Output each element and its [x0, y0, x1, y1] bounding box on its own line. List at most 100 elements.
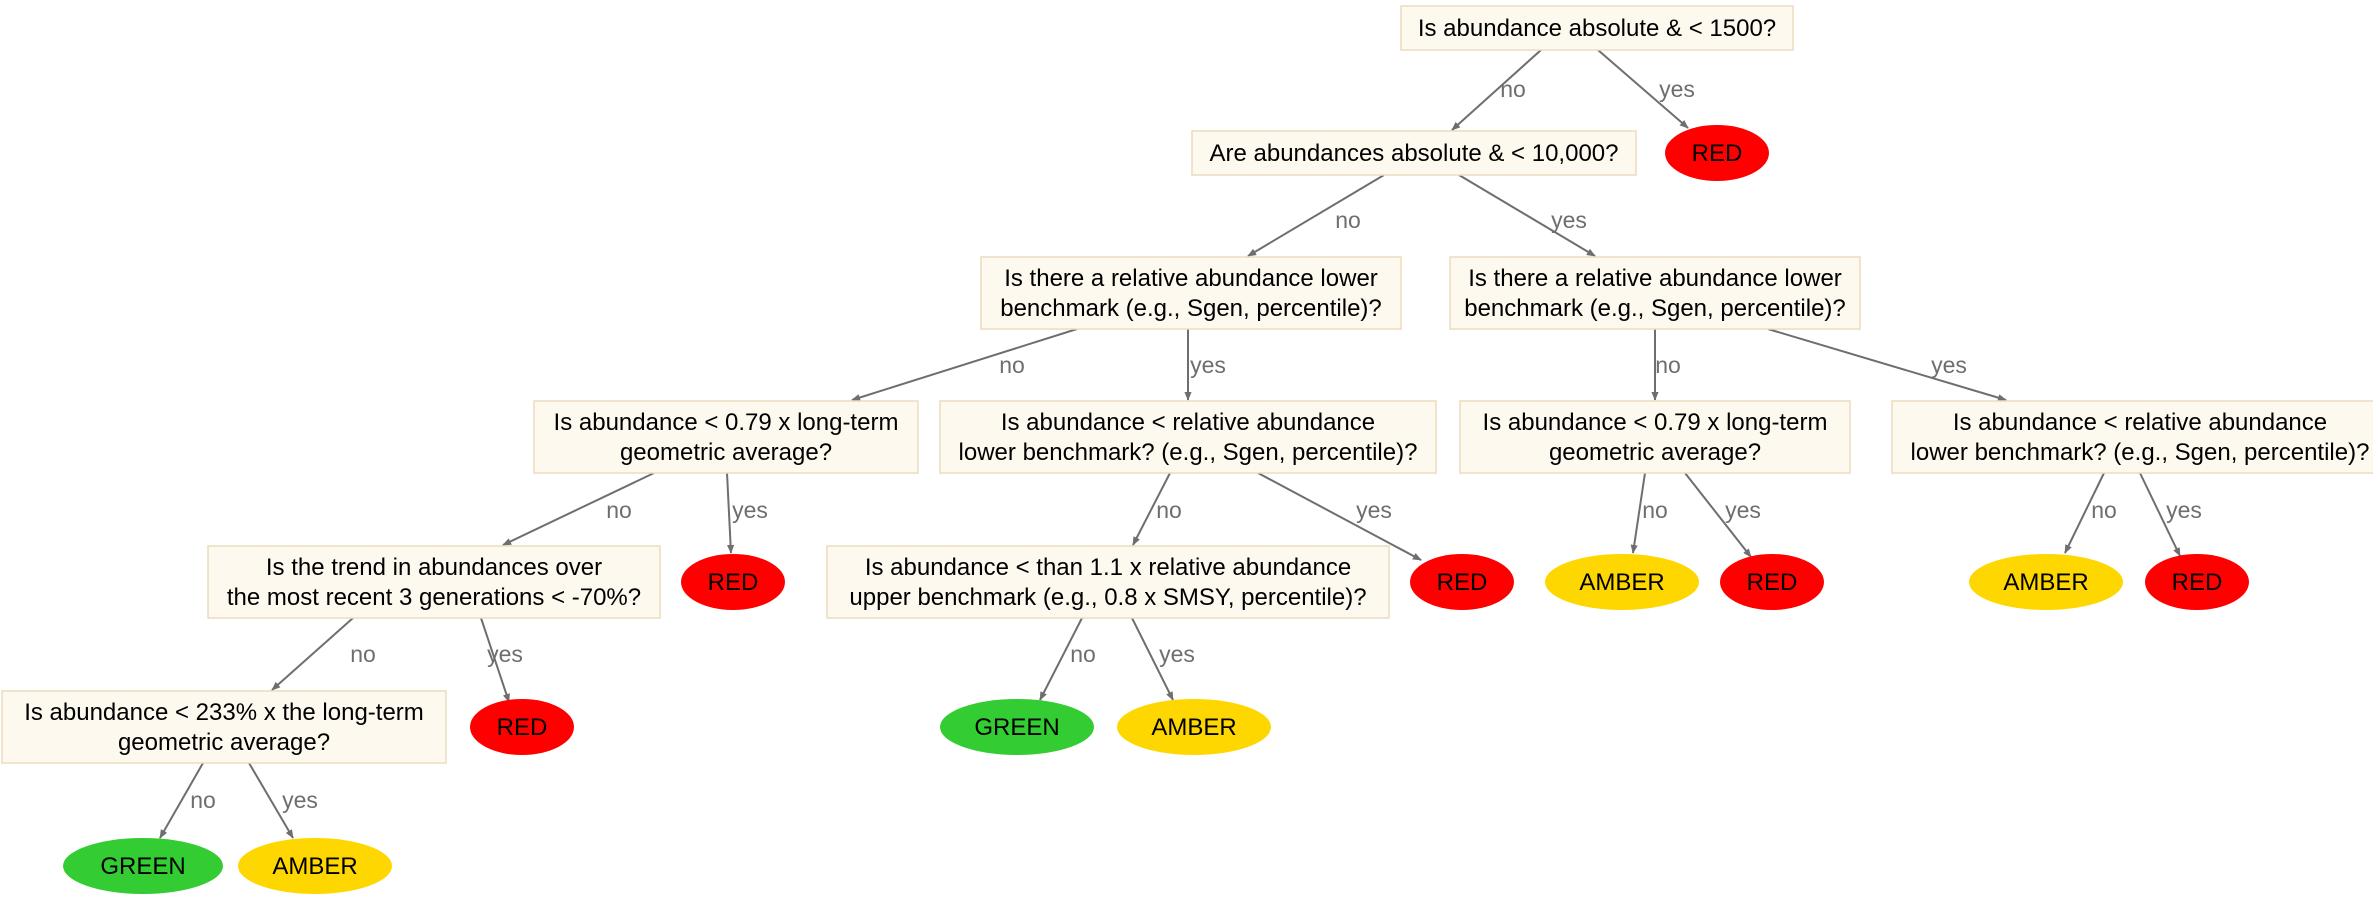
edge-q5-o2: yes: [726, 472, 768, 554]
outcome-red-o3: RED: [1410, 554, 1514, 610]
edge-label-no: no: [350, 641, 376, 667]
question-box: [533, 400, 919, 474]
outcome-ellipse: [1117, 699, 1271, 755]
edge-arrow: [2064, 472, 2105, 554]
question-text-line: Are abundances absolute & < 10,000?: [1210, 140, 1619, 167]
outcome-label: RED: [2172, 569, 2223, 596]
question-text-line: lower benchmark? (e.g., Sgen, percentile…: [1911, 439, 2370, 466]
outcome-label: RED: [497, 714, 548, 741]
edge-q8-o7: yes: [2139, 472, 2202, 557]
outcome-label: AMBER: [2003, 569, 2088, 596]
question-text-line: geometric average?: [118, 729, 330, 756]
question-text-line: Is abundance < 233% x the long-term: [24, 699, 424, 726]
edge-arrow: [502, 472, 655, 546]
question-text-line: lower benchmark? (e.g., Sgen, percentile…: [959, 439, 1418, 466]
edge-q9-o8: yes: [480, 617, 523, 703]
outcome-ellipse: [2145, 554, 2249, 610]
question-box: [207, 545, 661, 619]
outcome-label: AMBER: [272, 853, 357, 880]
edge-q4-q7: no: [1651, 329, 1681, 401]
question-node-q3: Is there a relative abundance lowerbench…: [980, 256, 1402, 330]
outcome-ellipse: [940, 699, 1094, 755]
edge-q2-q3: no: [1247, 174, 1385, 257]
edge-arrow: [1767, 328, 2007, 402]
outcome-red-o1: RED: [1665, 125, 1769, 181]
edge-q6-q10: no: [1132, 472, 1182, 546]
edge-arrow: [1131, 617, 1174, 701]
edge-arrow: [726, 472, 735, 554]
edge-arrow: [159, 762, 204, 839]
outcome-label: AMBER: [1579, 569, 1664, 596]
question-text-line: Is there a relative abundance lower: [1468, 265, 1842, 292]
outcome-ellipse: [1720, 554, 1824, 610]
outcome-green-o11: GREEN: [63, 838, 223, 894]
question-text-line: Is abundance absolute & < 1500?: [1418, 15, 1776, 42]
question-text-line: Is abundance < relative abundance: [1953, 409, 2327, 436]
edge-label-yes: yes: [487, 641, 523, 667]
question-node-q8: Is abundance < relative abundance lower b…: [1891, 400, 2373, 474]
question-text-line: Is the trend in abundances over: [266, 554, 602, 581]
edge-label-yes: yes: [1190, 352, 1226, 378]
outcome-amber-o4: AMBER: [1545, 554, 1699, 610]
edge-q10-o9: no: [1039, 617, 1096, 701]
outcome-red-o8: RED: [470, 699, 574, 755]
question-box: [1, 690, 447, 764]
edge-label-no: no: [999, 352, 1025, 378]
question-text-line: Is there a relative abundance lower: [1004, 265, 1378, 292]
edge-q1-q2: no: [1451, 49, 1542, 131]
edge-q2-q4: yes: [1458, 174, 1596, 257]
edge-label-yes: yes: [1659, 76, 1695, 102]
edge-arrow: [1247, 174, 1385, 257]
outcome-amber-o6: AMBER: [1969, 554, 2123, 610]
question-node-q11: Is abundance < 233% x the long-term geome…: [1, 690, 447, 764]
edge-label-yes: yes: [732, 497, 768, 523]
edge-label-no: no: [1655, 352, 1681, 378]
edge-arrow: [1597, 49, 1689, 129]
edge-arrow: [248, 762, 294, 839]
outcome-red-o5: RED: [1720, 554, 1824, 610]
question-text-line: geometric average?: [1549, 439, 1761, 466]
outcome-ellipse: [238, 838, 392, 894]
question-box: [1449, 256, 1861, 330]
edge-arrow: [480, 617, 510, 703]
outcome-ellipse: [681, 554, 785, 610]
question-text-line: Is abundance < relative abundance: [1001, 409, 1375, 436]
edge-q7-o5: yes: [1684, 472, 1761, 558]
outcome-amber-o12: AMBER: [238, 838, 392, 894]
outcome-label: GREEN: [100, 853, 185, 880]
edge-label-no: no: [1642, 497, 1668, 523]
edge-label-no: no: [1070, 641, 1096, 667]
edge-q1-o1: yes: [1597, 49, 1695, 129]
question-text-line: upper benchmark (e.g., 0.8 x SMSY, perce…: [849, 584, 1366, 611]
question-box: [826, 545, 1390, 619]
question-node-q4: Is there a relative abundance lowerbench…: [1449, 256, 1861, 330]
edge-q5-q9: no: [502, 472, 655, 546]
nodes-layer: Is abundance absolute & < 1500? RED Are ab…: [1, 5, 2373, 894]
question-box: [1891, 400, 2373, 474]
outcome-label: RED: [1692, 140, 1743, 167]
edge-arrow: [271, 617, 354, 691]
edge-label-yes: yes: [1159, 641, 1195, 667]
edge-arrow: [1257, 472, 1422, 561]
edge-label-yes: yes: [1725, 497, 1761, 523]
edge-label-yes: yes: [1356, 497, 1392, 523]
edge-q7-o4: no: [1630, 472, 1668, 554]
question-box: [1400, 5, 1794, 51]
question-node-q7: Is abundance < 0.79 x long-term geometric…: [1459, 400, 1851, 474]
edge-label-yes: yes: [2166, 497, 2202, 523]
outcome-red-o7: RED: [2145, 554, 2249, 610]
edge-q10-o10: yes: [1131, 617, 1195, 701]
edge-label-no: no: [2091, 497, 2117, 523]
outcome-ellipse: [1969, 554, 2123, 610]
outcome-label: RED: [708, 569, 759, 596]
question-node-q9: Is the trend in abundances over the most …: [207, 545, 661, 619]
edge-label-no: no: [606, 497, 632, 523]
edge-arrow: [1630, 472, 1646, 554]
edge-q6-o3: yes: [1257, 472, 1422, 561]
outcome-ellipse: [470, 699, 574, 755]
question-text-line: the most recent 3 generations < -70%?: [227, 584, 641, 611]
edge-arrow: [2139, 472, 2181, 557]
question-box: [1459, 400, 1851, 474]
question-text-line: Is abundance < 0.79 x long-term: [1483, 409, 1828, 436]
